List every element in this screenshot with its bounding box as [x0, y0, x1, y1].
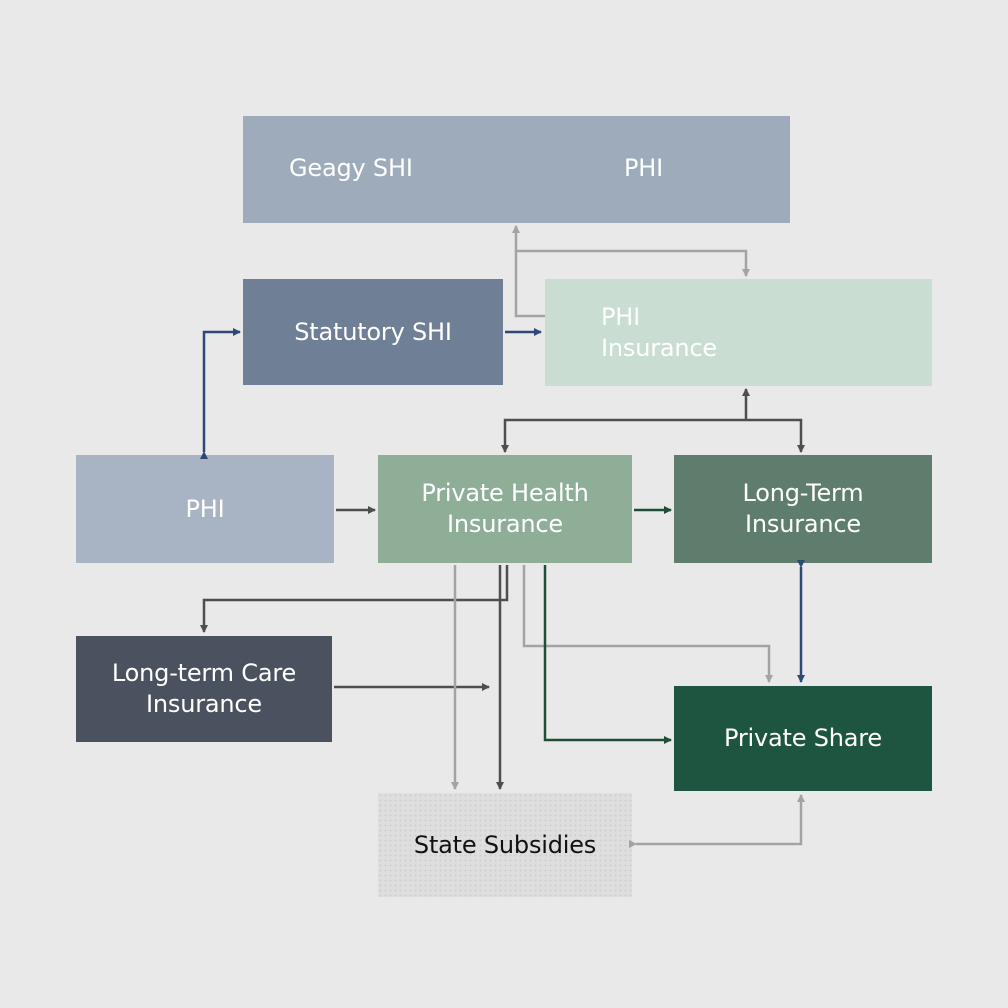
statutory-shi-node: Statutory SHI [243, 279, 503, 385]
long-term-care-insurance-node: Long-term Care Insurance [76, 636, 332, 742]
long-term-line2: Insurance [745, 510, 861, 538]
arrow-statutory-phi-bidirectional [200, 328, 241, 459]
long-term-line1: Long-Term [742, 479, 864, 507]
private-share-label: Private Share [724, 724, 882, 752]
phi-label: PHI [185, 494, 225, 523]
private-health-line2: Insurance [447, 510, 563, 538]
arrow-phi-insurance-to-top [512, 225, 545, 318]
arrow-private-health-to-private-share-light [522, 565, 773, 683]
statutory-shi-label: Statutory SHI [294, 317, 452, 346]
phi-insurance-line2: Insurance [601, 333, 717, 362]
state-subsidies-node: State Subsidies [378, 793, 632, 897]
top-node-left-label: Geagy SHI [289, 154, 413, 182]
phi-insurance-node: PHI Insurance [545, 279, 932, 386]
private-health-line1: Private Health [421, 479, 589, 507]
arrow-top-to-phi-insurance [516, 249, 750, 277]
phi-node: PHI [76, 455, 334, 563]
private-health-insurance-node: Private Health Insurance [378, 455, 632, 563]
state-subsidies-label: State Subsidies [413, 830, 597, 859]
arrow-state-private-share-bidirectional [629, 794, 805, 848]
arrow-branch-to-long-term [746, 418, 805, 453]
top-node-right-label: PHI [624, 154, 663, 182]
ltc-line1: Long-term Care [111, 659, 297, 687]
arrow-private-health-to-ltc [200, 565, 509, 633]
long-term-insurance-node: Long-Term Insurance [674, 455, 932, 563]
private-share-node: Private Share [674, 686, 932, 791]
top-node: Geagy SHI PHI [243, 116, 790, 223]
arrow-branch-to-private-health [501, 418, 746, 453]
ltc-line2: Insurance [146, 690, 262, 718]
arrow-private-health-to-private-share-green [543, 565, 672, 744]
phi-insurance-line1: PHI [601, 302, 640, 331]
